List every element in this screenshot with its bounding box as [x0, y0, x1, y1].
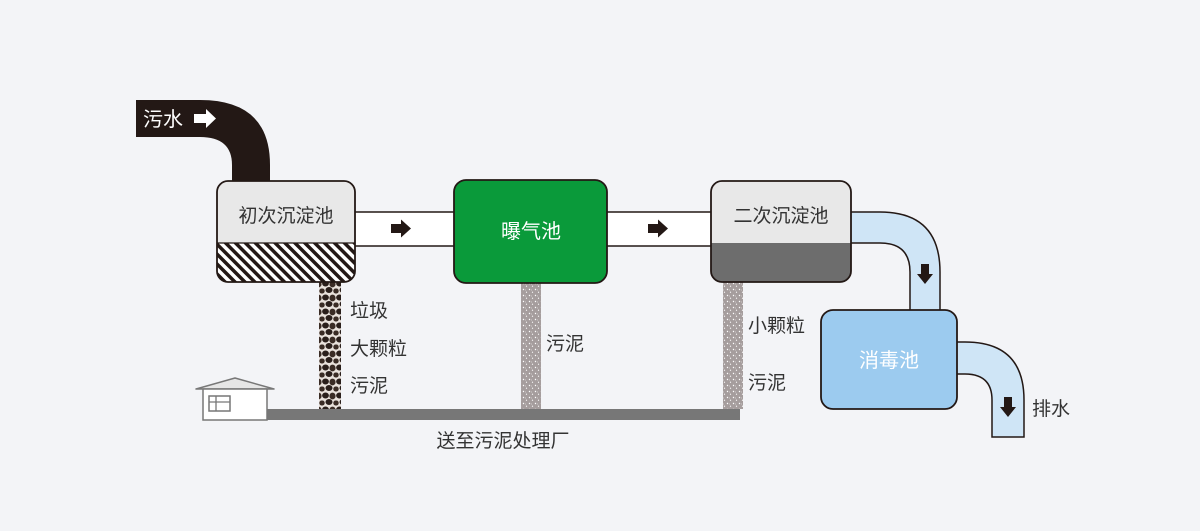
down-arrow-icon — [917, 264, 933, 284]
disinfection-tank-label: 消毒池 — [859, 348, 919, 372]
aeration-tank-label: 曝气池 — [501, 219, 561, 243]
aeration-sludge-column — [521, 283, 541, 409]
aeration-tank — [453, 179, 608, 284]
flow-arrow-icon — [391, 219, 411, 238]
sludge-conveyor-line — [266, 409, 740, 420]
primary-waste-label-1: 垃圾 — [350, 300, 388, 322]
secondary-tank-label: 二次沉淀池 — [733, 205, 828, 227]
secondary-settling-tank — [710, 180, 852, 283]
inlet-arrow-icon — [194, 109, 216, 128]
outlet-label: 排水 — [1032, 398, 1070, 420]
primary-waste-label-2: 大颗粒 — [350, 338, 407, 360]
down-arrow-icon — [1000, 397, 1016, 417]
inlet-pipe — [136, 100, 270, 188]
clean-water-pipe — [848, 211, 941, 315]
disinfection-tank — [820, 309, 958, 410]
primary-settling-tank — [216, 180, 356, 283]
aeration-waste-label: 污泥 — [546, 333, 584, 355]
primary-sludge-column — [319, 280, 341, 409]
outlet-pipe — [954, 341, 1025, 438]
secondary-sludge-column — [723, 280, 743, 409]
secondary-waste-label-1: 小颗粒 — [748, 315, 805, 337]
primary-tank-label: 初次沉淀池 — [238, 205, 333, 227]
sludge-destination-label: 送至污泥处理厂 — [436, 430, 569, 452]
inlet-label: 污水 — [143, 107, 183, 131]
sludge-plant-house-icon — [195, 377, 275, 421]
secondary-waste-label-2: 污泥 — [748, 372, 786, 394]
flow-arrow-icon — [648, 219, 668, 238]
primary-waste-label-3: 污泥 — [350, 375, 388, 397]
